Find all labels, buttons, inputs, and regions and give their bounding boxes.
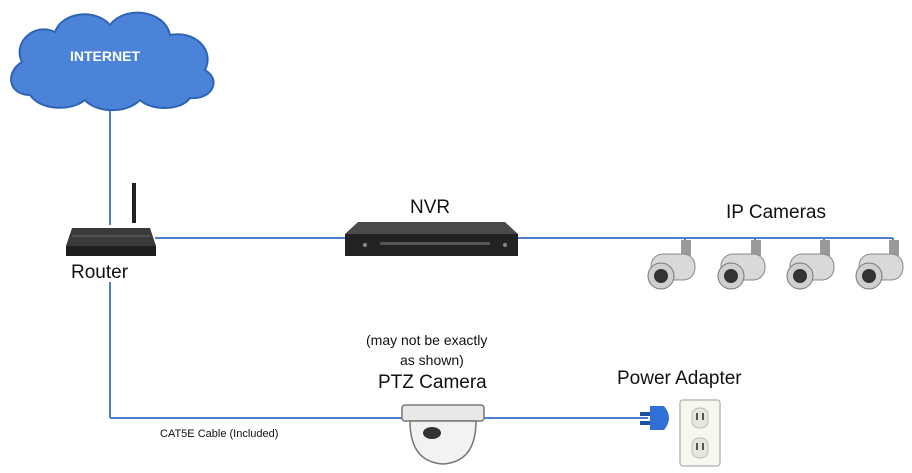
ptz-note-line-1: (may not be exactly (366, 332, 488, 348)
ptz-note-line-2: as shown) (400, 352, 464, 368)
ip-camera-2-icon (717, 240, 766, 290)
cable-lines (109, 105, 894, 419)
wall-outlet-icon (679, 399, 721, 467)
nvr-label: NVR (410, 197, 451, 218)
ptz-camera-icon (401, 404, 485, 465)
power-adapter-label: Power Adapter (617, 368, 742, 389)
ip-camera-1-icon (647, 240, 696, 290)
router-label: Router (71, 262, 129, 283)
router-icon (66, 183, 156, 256)
cloud-icon (10, 11, 215, 112)
nvr-icon (345, 222, 518, 256)
cable-label: CAT5E Cable (Included) (160, 428, 279, 440)
ip-camera-3-icon (786, 240, 835, 290)
power-plug-icon (640, 406, 669, 430)
ptz-camera-label: PTZ Camera (378, 372, 487, 393)
ip-cameras-label: IP Cameras (726, 202, 826, 223)
internet-label: INTERNET (70, 48, 140, 64)
ip-camera-4-icon (855, 240, 904, 290)
